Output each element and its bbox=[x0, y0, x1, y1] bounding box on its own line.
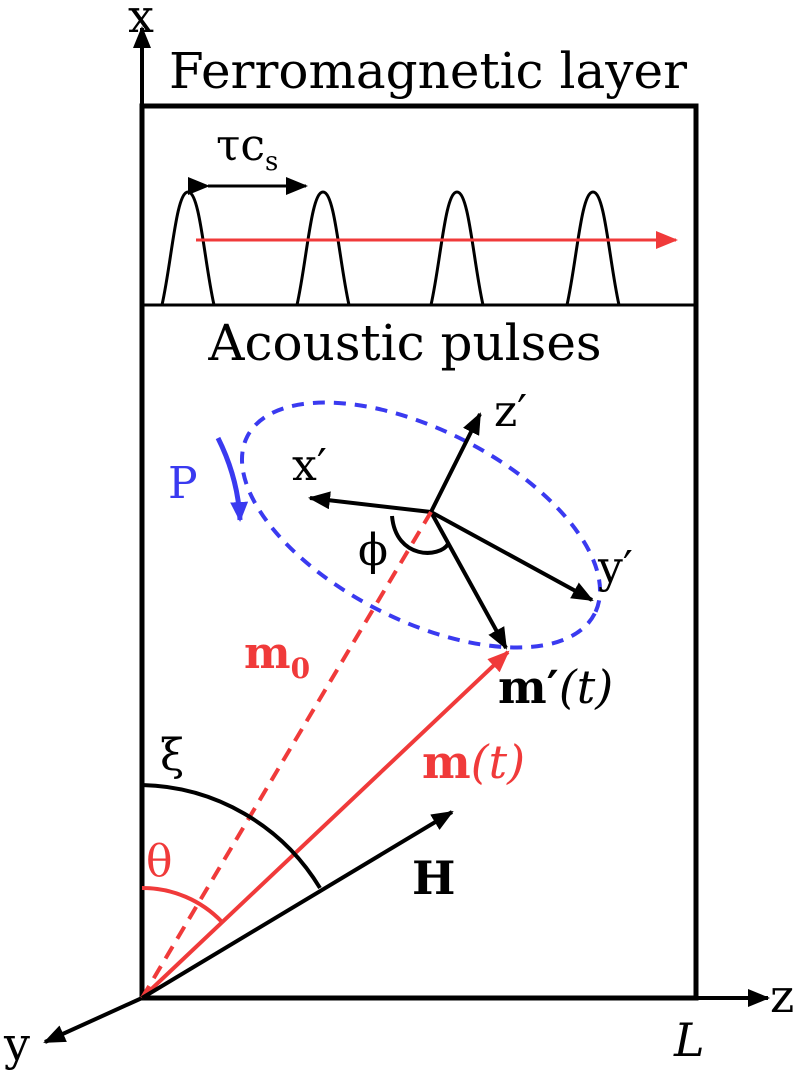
x-prime-label: x′ bbox=[292, 440, 327, 491]
m-t-label: m(t) bbox=[422, 735, 525, 789]
m0-label: m0 bbox=[244, 628, 310, 685]
y-prime-axis bbox=[430, 510, 594, 602]
axis-z-label: z bbox=[770, 969, 794, 1023]
m0-subscript: 0 bbox=[291, 652, 310, 685]
acoustic-pulses bbox=[160, 190, 621, 306]
length-label: L bbox=[673, 1013, 705, 1067]
m-prime-label: m′(t) bbox=[498, 660, 613, 714]
title-label: Ferromagnetic layer bbox=[169, 42, 687, 100]
acoustic-pulse bbox=[429, 190, 485, 306]
axis-y-label: y bbox=[3, 1017, 30, 1071]
tau-label: τcs bbox=[216, 120, 278, 177]
y-axis bbox=[43, 996, 143, 1044]
precession-label: P bbox=[168, 458, 198, 509]
m-t-main: m bbox=[422, 735, 471, 789]
precession-arrow bbox=[215, 436, 249, 522]
theta-arc bbox=[141, 885, 224, 924]
m-t-arg: (t) bbox=[471, 735, 525, 789]
m-prime-arg: (t) bbox=[559, 660, 613, 714]
theta-label: θ bbox=[146, 836, 173, 887]
xi-arc bbox=[141, 783, 322, 890]
m-prime-vector bbox=[429, 511, 508, 650]
acoustic-pulse bbox=[160, 190, 216, 306]
precession-ellipse bbox=[239, 400, 603, 650]
y-prime-label: y′ bbox=[597, 542, 633, 593]
tau-subscript: s bbox=[265, 147, 278, 177]
xi-label: ξ bbox=[160, 730, 184, 781]
z-prime-axis bbox=[429, 412, 482, 513]
pulses-label: Acoustic pulses bbox=[207, 314, 601, 372]
m-prime-main: m′ bbox=[498, 660, 559, 714]
h-field-vector bbox=[140, 810, 454, 1000]
axis-x-label: x bbox=[128, 0, 154, 43]
m0-main: m bbox=[244, 628, 291, 679]
field-label: H bbox=[412, 851, 455, 905]
z-prime-label: z′ bbox=[494, 386, 527, 437]
acoustic-pulse bbox=[565, 190, 621, 306]
layer-box bbox=[139, 103, 699, 1001]
phi-label: ϕ bbox=[358, 525, 388, 576]
m0-vector bbox=[140, 510, 433, 1000]
tau-main: τc bbox=[216, 120, 265, 171]
m-t-vector bbox=[140, 650, 510, 1000]
x-prime-axis bbox=[308, 491, 432, 514]
phi-arc bbox=[390, 515, 450, 555]
acoustic-pulse bbox=[295, 190, 351, 306]
